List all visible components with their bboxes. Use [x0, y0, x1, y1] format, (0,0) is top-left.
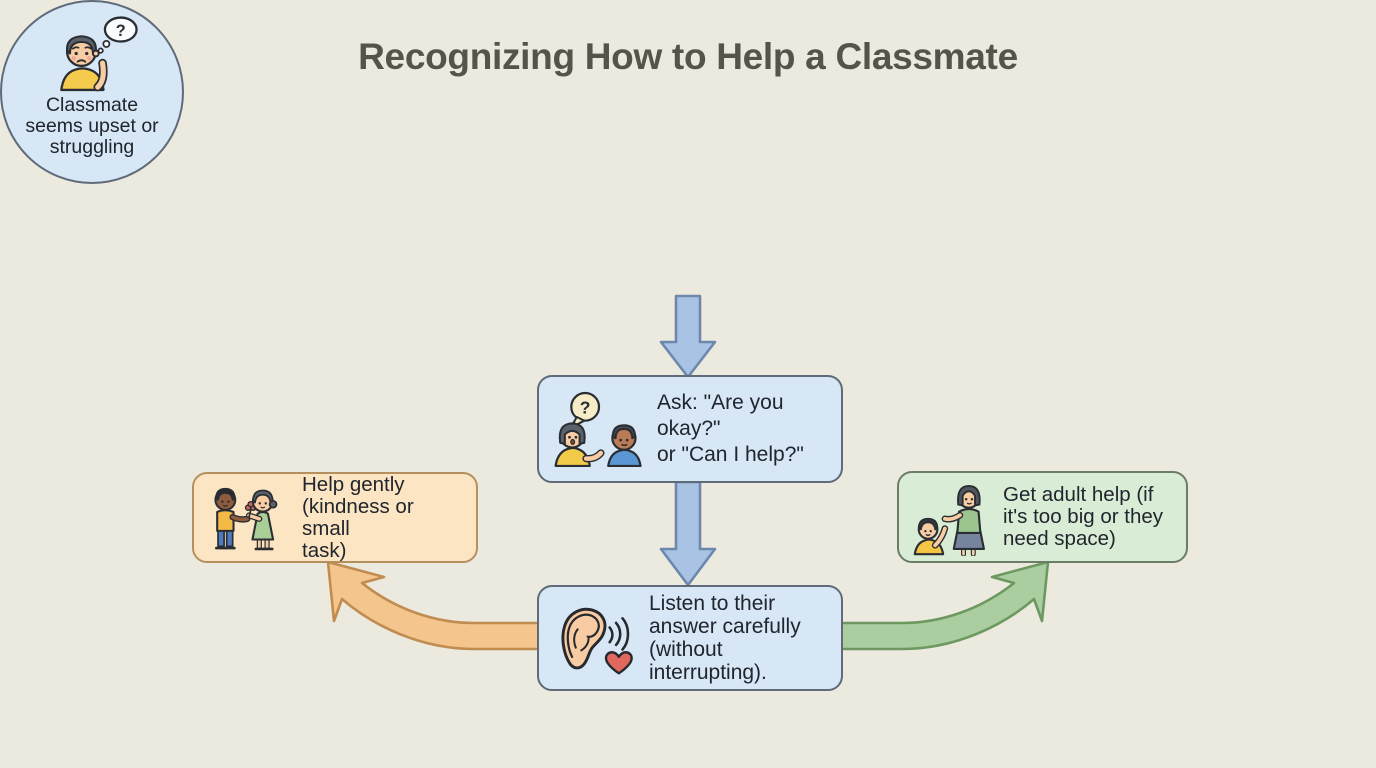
label-line: Classmate: [45, 94, 139, 116]
node-label: Classmate seems upset or struggling: [25, 95, 158, 157]
listening-ear-icon: [551, 600, 639, 677]
label-line: Get adult help (if: [1003, 483, 1154, 506]
label-line: Ask: "Are you okay?": [657, 391, 784, 440]
label-line: or "Can I help?": [657, 443, 804, 466]
label-line: task): [302, 538, 347, 562]
node-ask: ? Ask: "Are yo: [537, 375, 843, 483]
node-help-gently: Help gently (kindness or small task): [192, 472, 478, 563]
arrow-listen-to-help: [326, 560, 542, 651]
label-line: (kindness or small: [302, 494, 414, 540]
node-label: Get adult help (if it's too big or they …: [1003, 484, 1163, 550]
node-label: Help gently (kindness or small task): [302, 472, 466, 562]
node-listen: Listen to their answer carefully (withou…: [537, 585, 843, 691]
label-line: seems upset or: [25, 114, 159, 137]
speech-question-mark: ?: [580, 397, 591, 417]
label-line: need space): [1003, 527, 1116, 550]
asking-question-icon: ?: [551, 390, 647, 468]
worried-person-icon: ?: [46, 15, 138, 92]
arrow-listen-to-adult: [834, 560, 1050, 651]
label-line: (without interrupting).: [649, 638, 767, 684]
label-line: answer carefully: [649, 615, 801, 638]
node-label: Ask: "Are you okay?" or "Can I help?": [657, 390, 831, 468]
arrow-start-to-ask: [659, 294, 717, 379]
node-get-adult-help: Get adult help (if it's too big or they …: [897, 471, 1188, 563]
thought-question-mark: ?: [116, 22, 126, 40]
kindness-kids-icon: [206, 481, 292, 555]
adult-helper-icon: [911, 478, 993, 557]
node-label: Listen to their answer carefully (withou…: [649, 592, 831, 684]
label-line: struggling: [49, 135, 135, 158]
page-title: Recognizing How to Help a Classmate: [358, 36, 1018, 77]
arrow-ask-to-listen: [659, 480, 717, 587]
label-line: it's too big or they: [1003, 505, 1164, 528]
label-line: Listen to their: [649, 592, 776, 615]
label-line: Help gently: [302, 472, 405, 496]
node-classmate-upset: ? Classmate seems u: [0, 0, 184, 184]
